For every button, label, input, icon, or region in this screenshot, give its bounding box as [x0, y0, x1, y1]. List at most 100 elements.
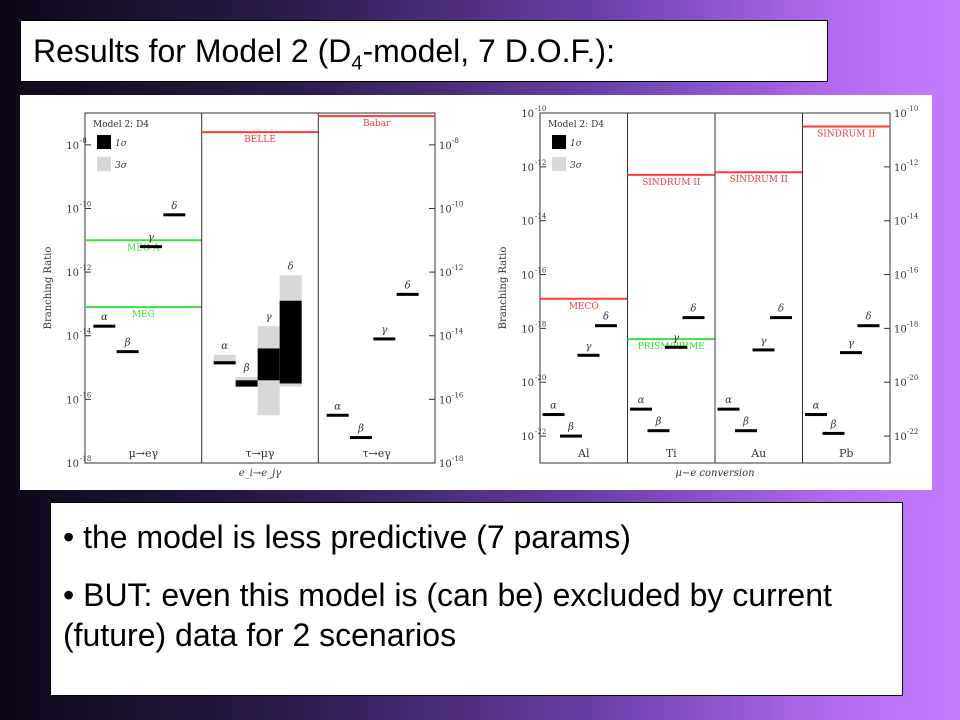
plot2-ytick-exp: -20 [535, 374, 546, 382]
plot2-ytick-exp: -22 [535, 428, 546, 436]
plot1-marker-label: γ [148, 233, 154, 244]
plot1-marker [140, 245, 162, 249]
plot2-marker-label: α [638, 395, 645, 406]
plot2-marker [857, 324, 880, 328]
plot2-legend-label: 1σ [570, 139, 583, 149]
plot2-ytick-label-right: 10 [894, 271, 907, 282]
plot1-ytick-exp-right: -18 [452, 455, 463, 463]
slide-title: Results for Model 2 (D4-model, 7 D.O.F.)… [20, 20, 828, 82]
plot1-ytick-exp: -12 [80, 264, 91, 272]
plot1-band-1sigma [235, 380, 258, 387]
plot2-ytick-exp: -16 [535, 267, 547, 275]
plot2-ytick-exp-right: -18 [907, 320, 918, 328]
plot2-marker-label: δ [865, 312, 871, 323]
plot1-ytick-label: 10 [66, 204, 79, 215]
plot1-ytick-label-right: 10 [439, 268, 452, 279]
plot1-ytick-exp: -14 [80, 328, 92, 336]
plot1-ytick-exp: -10 [80, 200, 91, 208]
title-main: Results for Model 2 (D [33, 33, 352, 69]
plot2-marker [595, 324, 617, 328]
plot1-limit-label: Babar [363, 119, 391, 129]
plot2-limit-label: SINDRUM II [642, 178, 701, 188]
plot1-category-label: τ→eγ [362, 447, 391, 460]
plot1-marker-label: α [334, 401, 341, 412]
plot2-marker-label: β [567, 422, 574, 433]
plot1-category-label: τ→μγ [245, 447, 274, 460]
plot1-marker [93, 324, 116, 328]
plot1-frame [84, 112, 436, 464]
plot1-marker-label: α [101, 312, 108, 323]
plot2-marker-label: δ [778, 304, 784, 315]
plot1-legend-label: 3σ [115, 161, 128, 171]
plot2-xlabel: μ−e conversion [675, 468, 754, 479]
plot1-ytick-label-right: 10 [439, 459, 452, 470]
plot2-marker [840, 351, 862, 355]
plot2-marker-label: δ [690, 304, 696, 315]
plot2-marker [577, 353, 600, 357]
plot2-marker-label: α [813, 401, 820, 412]
plot1-limit-label: BELLE [244, 135, 276, 145]
plot1-marker-label: β [357, 424, 364, 435]
plot1-legend-title: Model 2: D4 [93, 120, 149, 130]
plot2-marker-label: α [550, 401, 557, 412]
plot2-ytick-exp-right: -12 [907, 159, 918, 167]
plot2-marker [752, 348, 775, 352]
plot2-ytick-label-right: 10 [894, 432, 907, 443]
plot2-marker-label: γ [586, 341, 592, 352]
plot2-legend-swatch [552, 157, 566, 171]
plot1-marker [163, 213, 186, 217]
plot1-ytick-exp: -18 [80, 455, 91, 463]
plot1-legend-label: 1σ [115, 139, 128, 149]
plot2-ytick-label: 10 [521, 378, 534, 389]
plot2-limit-label: MECO [569, 302, 599, 312]
plot1-marker [350, 436, 372, 440]
plot1-band-label: β [243, 363, 250, 374]
plot1-ytick-exp-right: -12 [452, 264, 463, 272]
plot1-ytick-exp-right: -8 [452, 137, 459, 145]
plot1-ytick-exp-right: -10 [452, 200, 463, 208]
plot1-marker-label: δ [171, 201, 177, 212]
plot2-marker [822, 431, 845, 435]
plot2-legend-swatch [552, 135, 566, 149]
plot2-marker [542, 413, 565, 417]
plot1-band-1sigma [279, 300, 302, 384]
plot2-ytick-exp: -10 [535, 105, 546, 113]
plot2-marker-label: β [830, 419, 837, 430]
plot1-band-label: γ [266, 312, 272, 323]
plot2-marker [735, 429, 757, 433]
plot2-marker [770, 316, 792, 320]
plot2-category-label: Au [750, 447, 766, 460]
plot1-limit-label: MEG-A [127, 243, 160, 253]
plot2-category-label: Ti [666, 447, 677, 460]
plot1-ylabel: Branching Ratio [43, 247, 54, 330]
plot1-limit-label: MEG [132, 310, 155, 320]
plot2-ytick-exp-right: -20 [907, 374, 918, 382]
plot2-limit-label: SINDRUM II [730, 175, 789, 185]
plot1-ytick-label: 10 [66, 395, 79, 406]
plot2-marker [682, 316, 705, 320]
plot2-marker [717, 407, 740, 411]
title-rest: -model, 7 D.O.F.): [362, 33, 615, 69]
plot1-ytick-label-right: 10 [439, 332, 452, 343]
plot2-category-label: Al [577, 447, 590, 460]
plot1-band-1sigma [213, 361, 236, 365]
plot2-legend-label: 3σ [570, 161, 583, 171]
plot1-ytick-label-right: 10 [439, 204, 452, 215]
plot2-marker-label: γ [848, 339, 854, 350]
plot2-ylabel: Branching Ratio [498, 247, 509, 330]
plot2-marker-label: β [655, 417, 662, 428]
plot1-marker [373, 337, 396, 341]
plot1-band-3sigma [213, 354, 236, 365]
plot1-band-label: δ [288, 261, 294, 272]
plot2-ytick-exp: -12 [535, 159, 546, 167]
plot2-marker [560, 434, 582, 438]
plot2-marker-label: δ [603, 312, 609, 323]
bullet-item-1: • the model is less predictive (7 params… [63, 519, 631, 555]
plot1-marker [116, 350, 139, 354]
plot2-marker-label: α [725, 395, 732, 406]
plot1-ytick-label: 10 [66, 332, 79, 343]
plot2-ytick-label: 10 [521, 271, 534, 282]
plot1-marker-label: β [124, 338, 131, 349]
